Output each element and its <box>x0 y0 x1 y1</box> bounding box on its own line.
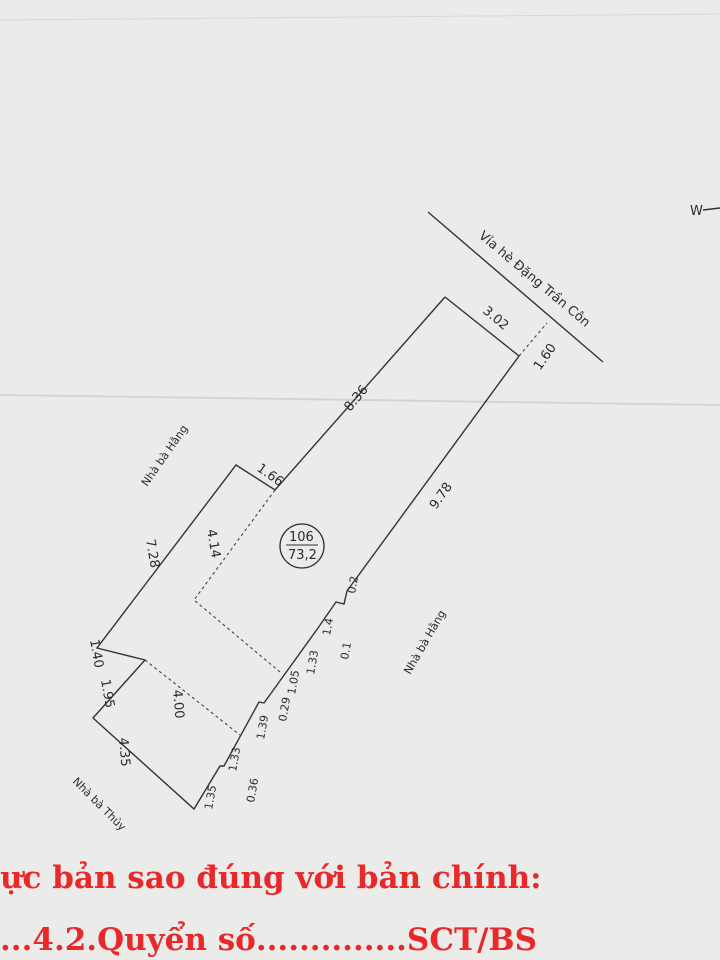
parcel-outline <box>92 296 520 811</box>
dim-r10: 1.35 <box>202 784 219 810</box>
inner-dash-upper <box>193 489 281 673</box>
front-dash <box>518 322 548 357</box>
paper-crease <box>0 13 720 21</box>
street-line <box>427 211 604 363</box>
parcel-circle <box>279 523 325 569</box>
dim-r2: 1.4 <box>320 617 336 636</box>
dim-r4: 1.33 <box>304 649 321 675</box>
dim-r7: 1.39 <box>254 714 271 740</box>
parcel-area: 73,2 <box>288 548 317 563</box>
dim-r5: 1.05 <box>285 669 302 695</box>
north-label: W <box>690 204 703 219</box>
paper-fold <box>0 394 720 406</box>
dim-r8: 1.33 <box>226 746 243 772</box>
dim-left-step: 1.40 <box>86 638 106 669</box>
parcel-number: 106 <box>289 530 314 545</box>
inner-dash-lower <box>144 659 241 736</box>
dim-left-long: 7.28 <box>142 538 162 569</box>
dim-r3: 0.1 <box>338 641 354 660</box>
dim-left-short: 1.95 <box>97 678 117 709</box>
dim-r9: 0.36 <box>244 777 261 803</box>
stamp-line-1: ực bản sao đúng với bản chính: <box>0 860 542 896</box>
dim-r1: 0.2 <box>345 575 361 594</box>
north-arrow-icon <box>702 207 720 211</box>
dim-inner-bottom: 4.00 <box>169 689 186 719</box>
dim-inner-dash: 4.14 <box>203 528 223 559</box>
dim-r6: 0.29 <box>276 696 293 722</box>
dim-bottom: 4.35 <box>115 737 132 767</box>
stamp-line-2: ...4.2.Quyển số..............SCT/BS <box>0 919 537 958</box>
